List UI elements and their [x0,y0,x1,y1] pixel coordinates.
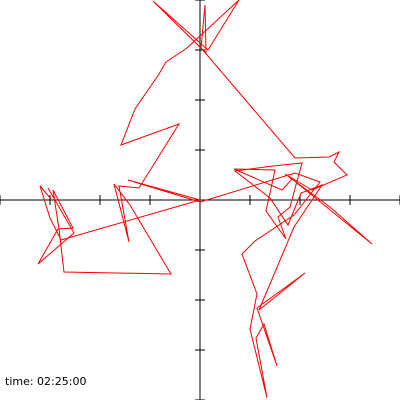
time-readout: time: 02:25:00 [5,375,86,388]
series-layer [37,0,373,399]
series-line [37,0,373,399]
